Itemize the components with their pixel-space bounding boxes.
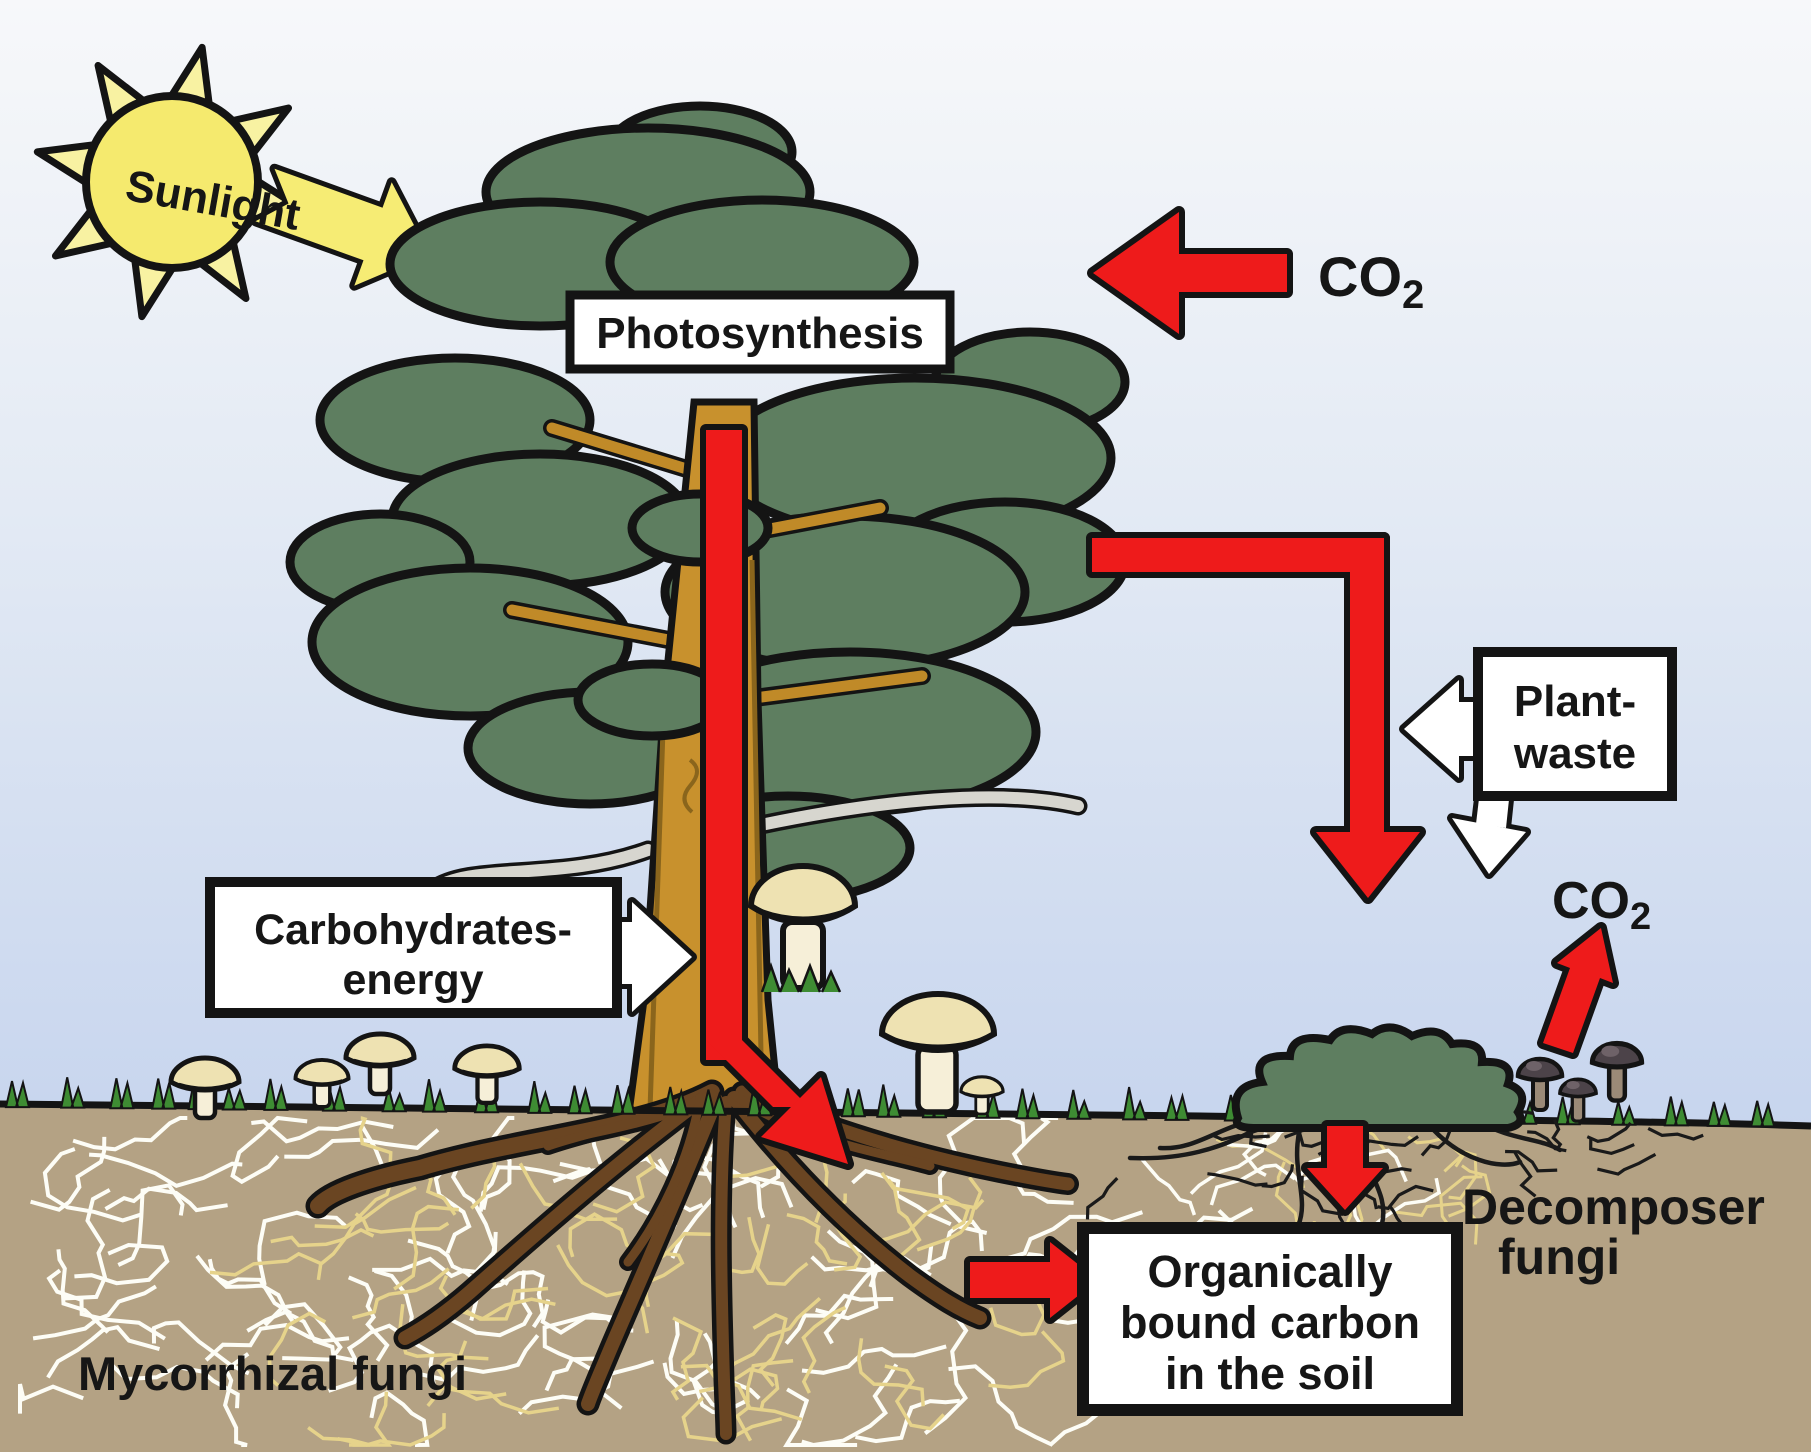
photosynthesis-label: Photosynthesis	[565, 290, 955, 374]
mycorrhizal-fungi-label: Mycorrhizal fungi	[78, 1347, 467, 1400]
plant-waste-line1: Plant-	[1514, 677, 1636, 726]
organic-carbon-line1: Organically	[1147, 1246, 1392, 1297]
plant-waste-label: Plant- waste	[1473, 647, 1677, 801]
co2-top-sub: 2	[1402, 273, 1424, 317]
carbohydrates-line2: energy	[342, 956, 483, 1004]
decomposer-line1: Decomposer	[1462, 1179, 1765, 1235]
sun: Sunlight	[33, 43, 429, 321]
ground-line	[0, 1100, 1811, 1130]
organic-carbon-line3: in the soil	[1165, 1348, 1375, 1399]
carbohydrates-label: Carbohydrates- energy	[205, 877, 622, 1018]
plant-waste-line2: waste	[1513, 729, 1636, 778]
co2-soil-sub: 2	[1630, 896, 1651, 938]
carbohydrates-line1: Carbohydrates-	[254, 906, 572, 954]
organic-carbon-line2: bound carbon	[1120, 1297, 1420, 1348]
plant-waste-pile	[1231, 1023, 1527, 1132]
co2-top-main: CO	[1318, 245, 1402, 308]
co2-top-text: CO2	[1318, 245, 1424, 317]
co2-soil-main: CO	[1552, 872, 1630, 930]
decomposer-line2: fungi	[1498, 1229, 1620, 1285]
mycorrhizal-mushrooms	[171, 863, 1005, 1118]
medium-mushroom	[878, 991, 998, 1115]
sun-body	[82, 92, 262, 272]
large-mushroom	[747, 863, 859, 993]
dead-branches	[422, 787, 1088, 900]
decomposer-fungi-label: Decomposer fungi	[1462, 1179, 1765, 1285]
co2-soil-text: CO2	[1552, 872, 1651, 938]
photosynthesis-text: Photosynthesis	[596, 309, 924, 358]
organic-carbon-label: Organically bound carbon in the soil	[1077, 1222, 1463, 1416]
